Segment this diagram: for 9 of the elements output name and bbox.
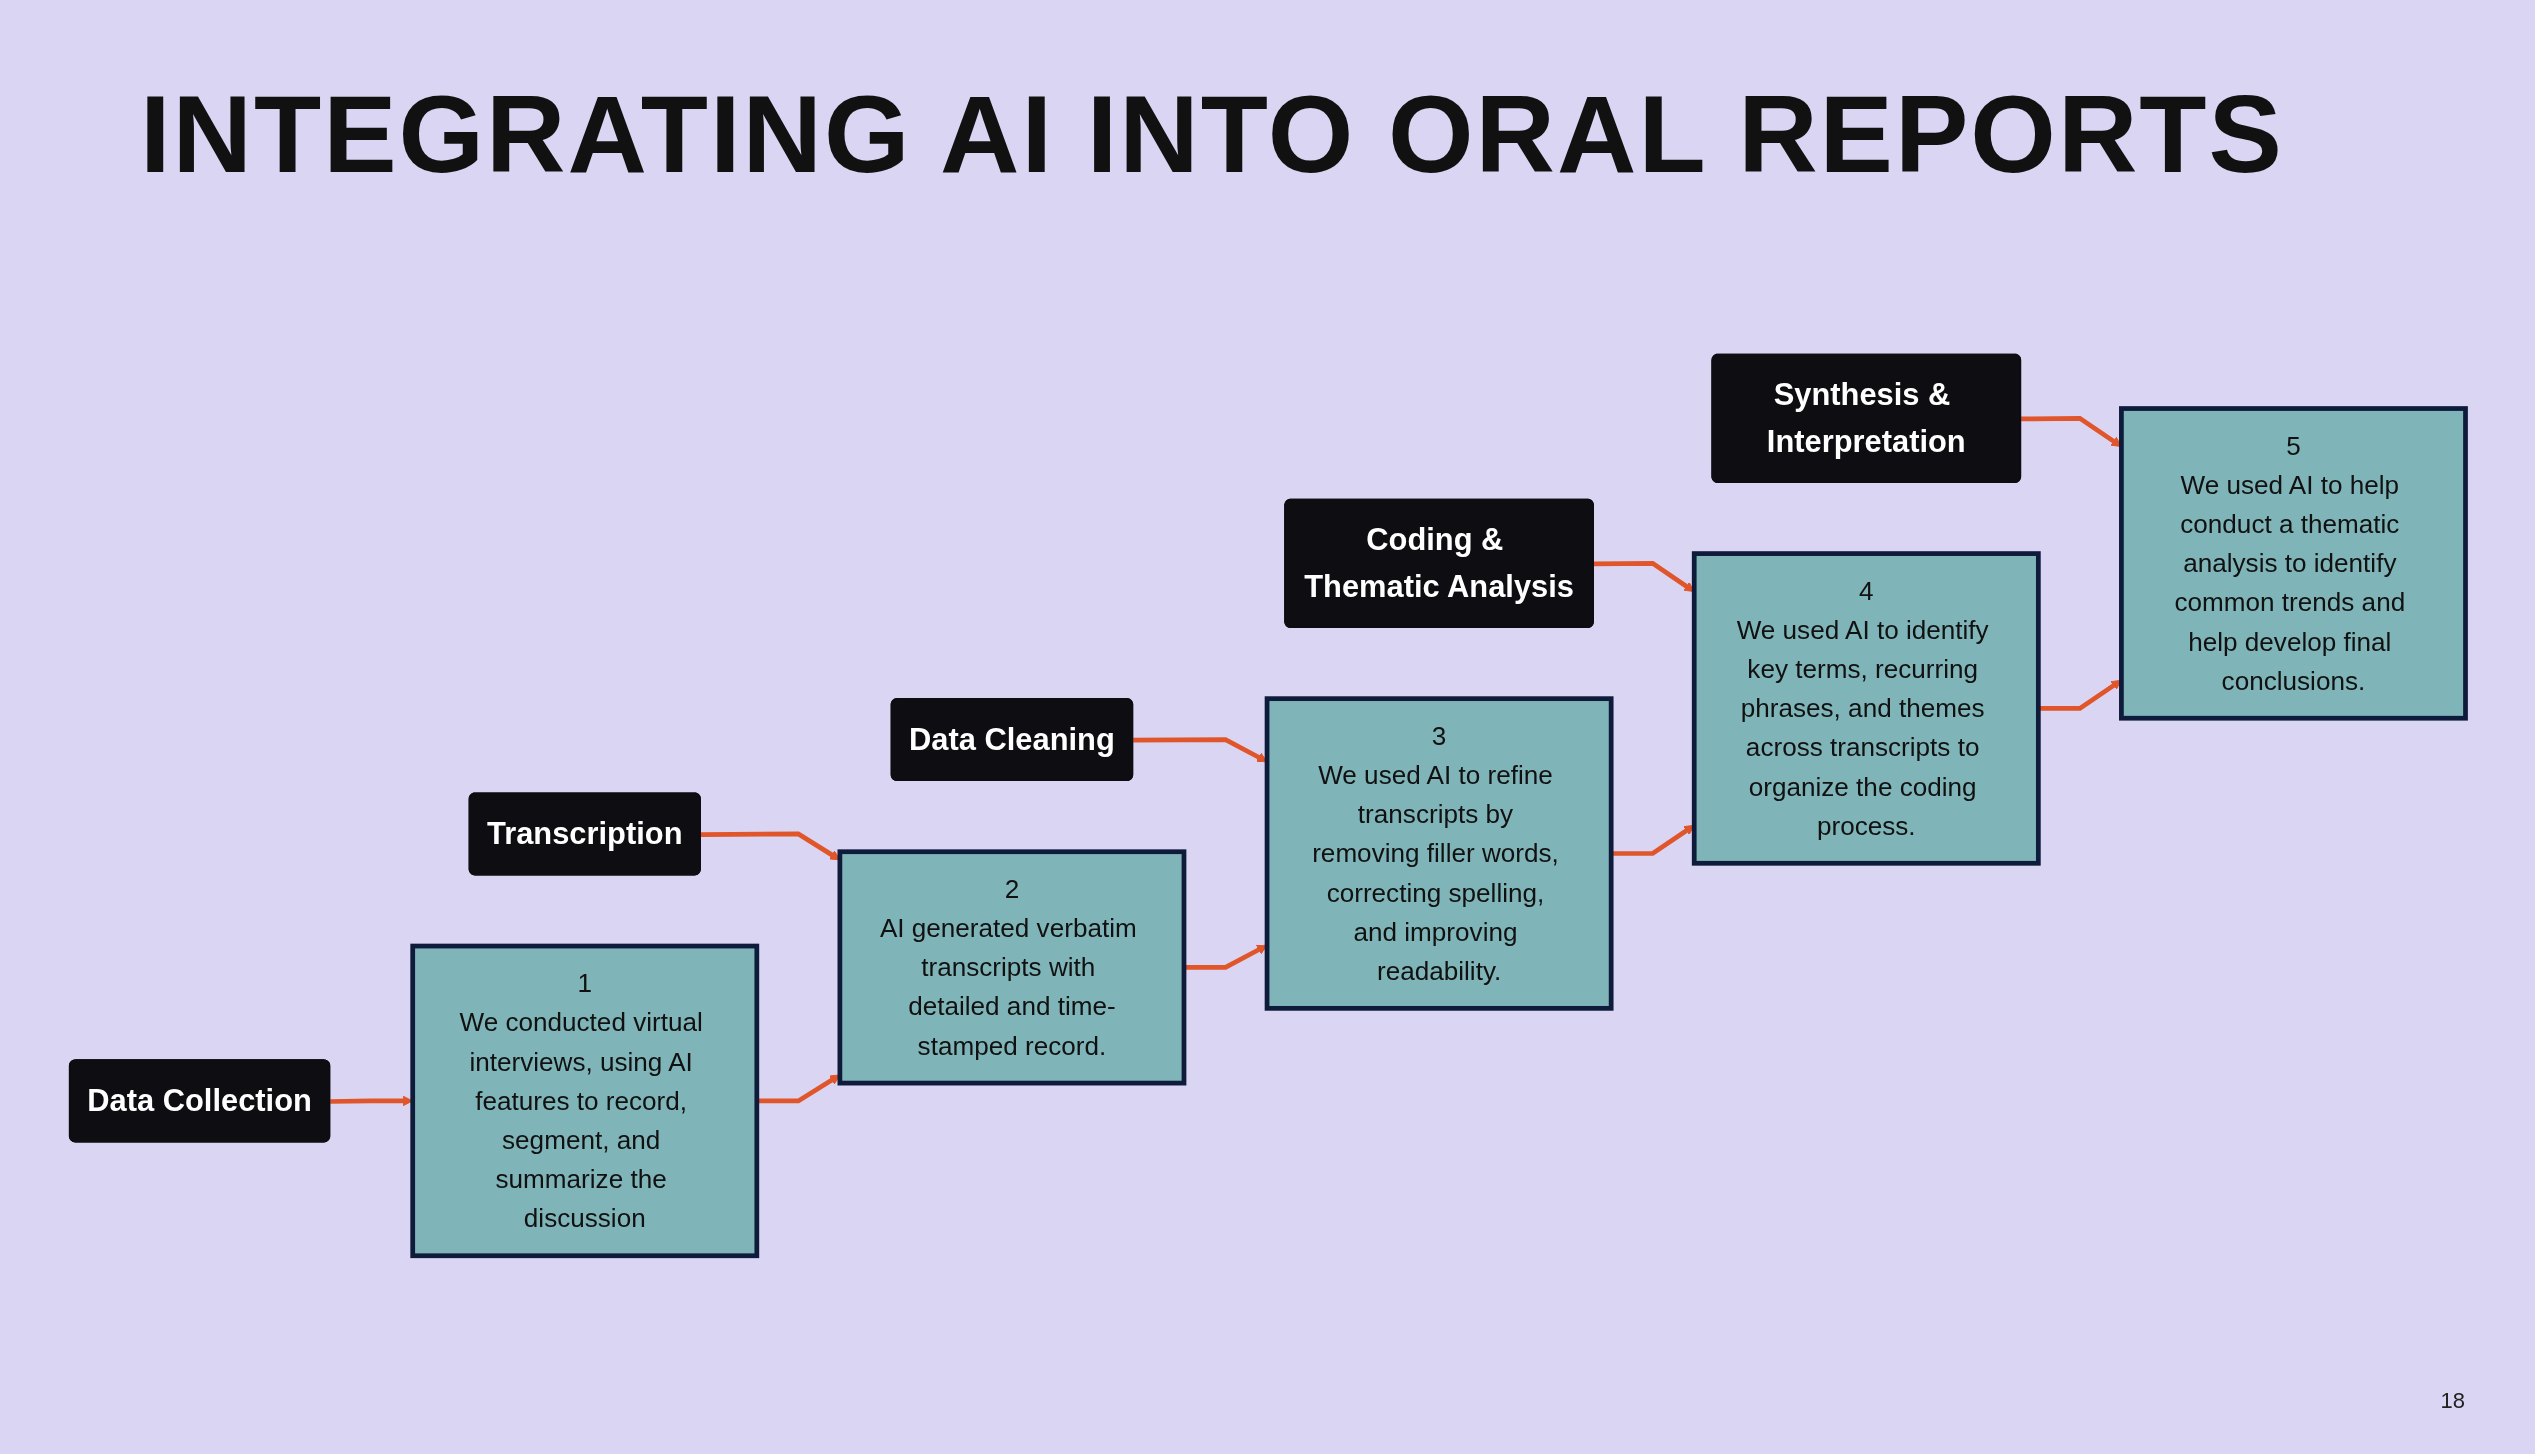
arrow xyxy=(2038,679,2122,711)
node-box: 5 We used AI to help conduct a thematic analysis to identify common trends and help develop final conclusions. xyxy=(2119,406,2468,721)
node-box: 2 AI generated verbatim transcripts with detailed and time-stamped record. xyxy=(837,849,1187,1086)
node-box: 3 We used AI to refine transcripts by removing filler words, correcting spelling, and improving readability. xyxy=(1264,696,1614,1011)
slide-title: INTEGRATING AI INTO ORAL REPORTS xyxy=(140,71,2284,197)
arrow xyxy=(1611,824,1695,856)
page-number: 18 xyxy=(2440,1388,2465,1414)
node-box: 4 We used AI to identify key terms, recurring phrases, and themes across transcripts to organize the coding process. xyxy=(1691,551,2041,866)
node-box: 1 We conducted virtual interviews, using AI features to record, segment, and summarize the discussion xyxy=(410,943,760,1259)
